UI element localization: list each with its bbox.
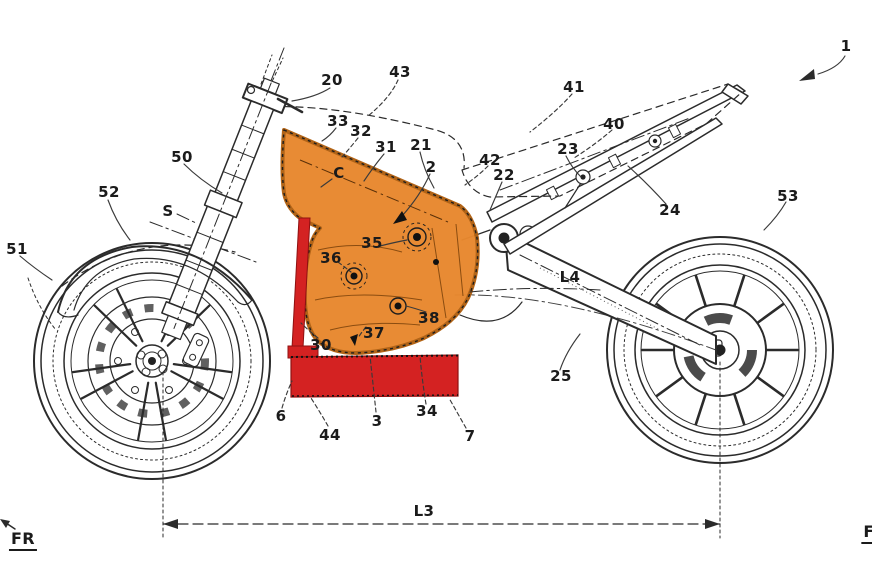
seat-outline xyxy=(461,83,743,198)
label-53: 53 xyxy=(777,187,799,205)
label-30: 30 xyxy=(310,336,332,354)
label-50: 50 xyxy=(171,148,193,166)
label-42: 42 xyxy=(479,151,501,169)
label-FR: FR xyxy=(8,529,38,551)
label-44: 44 xyxy=(319,426,341,444)
label-21: 21 xyxy=(410,136,432,154)
label-7: 7 xyxy=(464,427,476,445)
label-43: 43 xyxy=(389,63,411,81)
label-37: 37 xyxy=(363,324,385,342)
label-6: 6 xyxy=(275,407,287,425)
bar-end xyxy=(246,85,256,95)
label-C: C xyxy=(333,164,345,182)
label-24: 24 xyxy=(659,201,681,219)
label-1: 1 xyxy=(840,37,852,55)
label-40: 40 xyxy=(603,115,625,133)
fr-arrow xyxy=(0,519,16,530)
highlight-red-stand xyxy=(287,217,459,398)
label-31: 31 xyxy=(375,138,397,156)
label-33: 33 xyxy=(327,112,349,130)
label-L3: L3 xyxy=(413,502,435,520)
label-52: 52 xyxy=(98,183,120,201)
label-38: 38 xyxy=(418,309,440,327)
label-S: S xyxy=(162,202,174,220)
handlebar xyxy=(276,97,304,114)
label-23: 23 xyxy=(557,140,579,158)
label-35: 35 xyxy=(361,234,383,252)
label-F-partial: F xyxy=(861,522,872,544)
label-32: 32 xyxy=(350,122,372,140)
label-36: 36 xyxy=(320,249,342,267)
label-22: 22 xyxy=(493,166,515,184)
front-wheel xyxy=(33,242,271,480)
label-20: 20 xyxy=(321,71,343,89)
label-L4: L4 xyxy=(559,268,581,286)
rear-subframe xyxy=(486,83,749,255)
leader-lines xyxy=(19,55,846,429)
rear-wheel xyxy=(606,236,834,464)
highlight-orange-drive-unit xyxy=(280,128,480,355)
dimension-L3 xyxy=(162,361,721,539)
label-41: 41 xyxy=(563,78,585,96)
label-3: 3 xyxy=(371,412,383,430)
front-fork xyxy=(161,77,289,341)
front-fender xyxy=(57,245,253,318)
label-34: 34 xyxy=(416,402,438,420)
label-25: 25 xyxy=(550,367,572,385)
label-51: 51 xyxy=(6,240,28,258)
label-2: 2 xyxy=(425,158,437,176)
upper-bodywork-outline xyxy=(259,54,465,169)
